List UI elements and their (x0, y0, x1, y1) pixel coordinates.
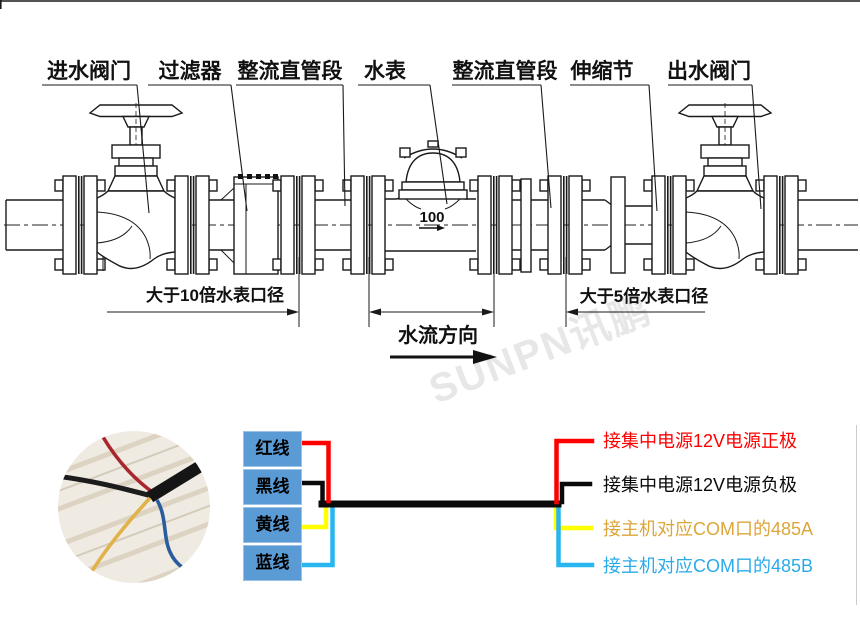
connection-label-black: 接集中电源12V电源负极 (603, 475, 798, 495)
red-wire-right (554, 438, 595, 505)
water-meter: 100 (385, 140, 476, 252)
flow-arrow-icon (473, 350, 497, 364)
red-wire-left (299, 440, 331, 504)
black-wire-left (299, 480, 325, 504)
photo-black-wire (58, 473, 153, 499)
label-straight-pipe-2: 整流直管段 (453, 59, 558, 83)
yellow-wire-left (299, 504, 329, 530)
wire-box-black: 黑线 (243, 469, 302, 505)
photo-red-wire (101, 436, 157, 496)
label-straight-pipe-1: 整流直管段 (238, 59, 343, 83)
meter-flow-arrow (419, 225, 445, 231)
table-border-line (856, 425, 857, 605)
label-strainer: 过滤器 (159, 59, 223, 83)
dimension-lines: 大于10倍水表口径 大于5倍水表口径 (102, 256, 708, 327)
pipeline-diagram: SUNPN讯鹏 (0, 0, 860, 412)
dimension-label-left: 大于10倍水表口径 (146, 285, 284, 305)
frame-border (0, 0, 860, 9)
label-inlet-valve: 进水阀门 (47, 59, 131, 83)
expansion-joint-plate (610, 176, 626, 274)
label-water-meter: 水表 (364, 60, 407, 83)
label-outlet-valve: 出水阀门 (667, 59, 751, 83)
schematic-wires (299, 438, 595, 568)
blue-wire-right (556, 503, 595, 568)
flow-direction-label: 水流方向 (398, 323, 478, 347)
black-wire-right (559, 481, 593, 505)
component-labels: 进水阀门 过滤器 整流直管段 水表 整流直管段 伸缩节 出水阀门 (47, 59, 751, 83)
flow-direction: 水流方向 (390, 323, 497, 364)
wire-box-blue: 蓝线 (243, 545, 302, 581)
wire-box-yellow: 黄线 (243, 507, 302, 543)
dimension-label-right: 大于5倍水表口径 (580, 286, 708, 306)
connection-label-blue: 接主机对应COM口的485B (603, 556, 814, 576)
strainer (220, 174, 292, 275)
label-leaders (42, 84, 762, 214)
meter-size-label: 100 (419, 209, 444, 226)
wire-photo (58, 431, 210, 583)
label-expansion-joint: 伸缩节 (570, 59, 634, 83)
blue-wire-left (299, 504, 335, 568)
wire-box-red: 红线 (243, 431, 302, 467)
yellow-wire-right (553, 504, 594, 531)
connection-label-red: 接集中电源12V电源正极 (603, 431, 798, 451)
gasket-plate (520, 178, 532, 273)
connection-label-yellow: 接主机对应COM口的485A (603, 519, 814, 539)
